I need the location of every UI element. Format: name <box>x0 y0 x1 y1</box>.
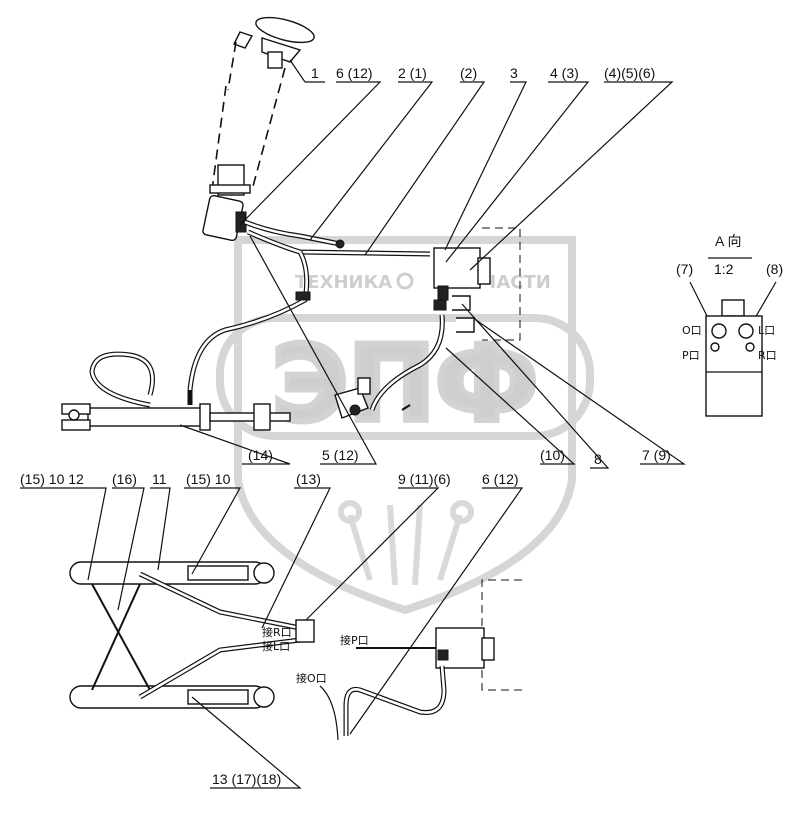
callout-6-12-bottom: 6 (12) <box>482 471 519 487</box>
callout-2: (2) <box>460 65 477 81</box>
callout-2-1: 2 (1) <box>398 65 427 81</box>
view-a-scale: 1:2 <box>714 261 734 277</box>
connect-p-label: 接P口 <box>340 634 369 647</box>
callout-1: 1 <box>311 65 319 81</box>
lower-valve <box>319 579 522 741</box>
callout-9-11-6: 9 (11)(6) <box>398 471 451 487</box>
callout-6-12-top: 6 (12) <box>336 65 373 81</box>
hose-lower-right <box>369 314 445 411</box>
view-a-title: A 向 <box>715 233 741 249</box>
port-l-label: L口 <box>758 324 775 337</box>
callout-4-5-6: (4)(5)(6) <box>604 65 655 81</box>
callout-14: (14) <box>248 447 273 463</box>
callout-13-17-18: 13 (17)(18) <box>212 771 281 787</box>
callout-5-12: 5 (12) <box>322 447 359 463</box>
callout-16: (16) <box>112 471 137 487</box>
watermark: ТЕХНИКА ЗАПЧАСТИ ЭПФ <box>216 236 594 615</box>
callout-4-3: 4 (3) <box>550 65 579 81</box>
flow-divider <box>334 377 371 419</box>
steering-wheel <box>233 16 315 69</box>
view-a-detail: A 向 1:2 (7) (8) O口 L口 P口 R口 <box>676 233 783 417</box>
hoses-upper <box>187 219 431 391</box>
port-r-label: R口 <box>758 349 777 362</box>
connect-r-label: 接R口 <box>262 626 292 639</box>
callout-7-9: 7 (9) <box>642 447 671 463</box>
steering-gear <box>202 194 261 242</box>
view-a-label-8: (8) <box>766 261 783 277</box>
port-p-label: P口 <box>682 349 700 362</box>
callout-11: 11 <box>152 471 167 487</box>
callout-13: (13) <box>296 471 321 487</box>
connect-o-label: 接O口 <box>296 672 327 685</box>
view-a-label-7: (7) <box>676 261 693 277</box>
callout-15-10-12: (15) 10 12 <box>20 471 84 487</box>
callout-leaders <box>20 59 686 789</box>
watermark-logo: ЭПФ <box>272 323 539 445</box>
connection-labels: 接R口 接L口 接P口 接O口 <box>262 626 369 685</box>
lower-cylinders <box>69 561 315 709</box>
callout-labels: 1 6 (12) 2 (1) (2) 3 4 (3) (4)(5)(6) (14… <box>20 65 671 787</box>
callout-8: 8 <box>594 451 602 467</box>
callout-3: 3 <box>510 65 518 81</box>
callout-10: (10) <box>540 447 565 463</box>
connect-l-label: 接L口 <box>262 640 290 653</box>
watermark-text-left: ТЕХНИКА <box>295 272 392 293</box>
steering-cylinder-top <box>61 351 291 431</box>
watermark-wheat-icon <box>338 500 474 586</box>
port-o-label: O口 <box>682 324 702 337</box>
callout-15-10: (15) 10 <box>186 471 231 487</box>
steering-column <box>209 41 286 196</box>
